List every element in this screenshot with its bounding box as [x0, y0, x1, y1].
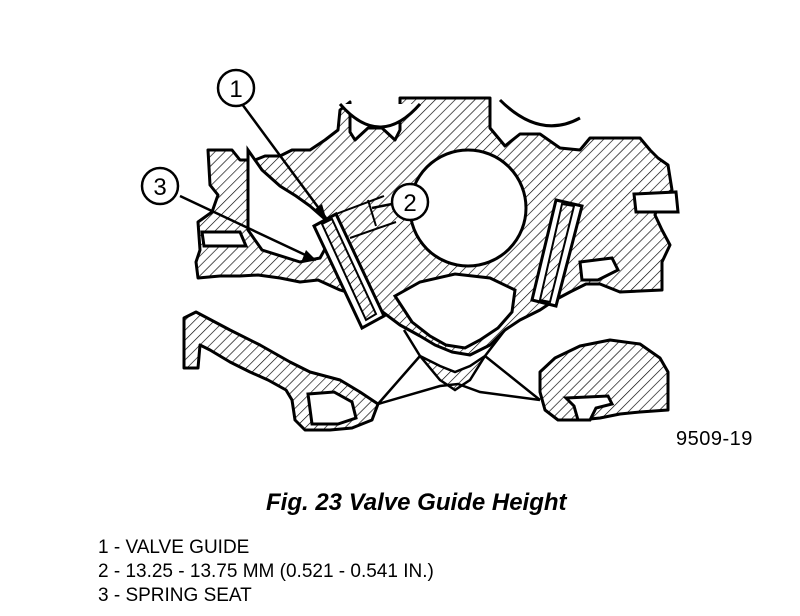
valve-guide-right-bore — [538, 202, 576, 304]
exhaust-port-cavity — [562, 394, 615, 422]
figure-caption: Fig. 23 Valve Guide Height — [266, 489, 567, 516]
callout-3-label: 3 — [153, 174, 166, 201]
callout-1: 1 — [216, 68, 256, 108]
side-slot — [632, 190, 680, 214]
dimension-line-b — [349, 221, 397, 239]
water-jacket-left — [200, 230, 249, 248]
dimension-arrow — [367, 199, 377, 227]
legend-list: 1 - VALVE GUIDE 2 - 13.25 - 13.75 MM (0.… — [98, 536, 434, 608]
leader-2 — [371, 202, 393, 210]
dimension-line-a — [335, 195, 385, 215]
intake-port-cavity — [306, 390, 358, 426]
combustion-cavity — [392, 272, 517, 350]
legend-item: 1 - VALVE GUIDE — [98, 537, 250, 558]
legend-item: 3 - SPRING SEAT — [98, 585, 252, 606]
callout-2-label: 2 — [403, 190, 416, 217]
chamber-webs — [377, 329, 541, 405]
combustion-chamber-wedge — [419, 354, 487, 392]
leader-1 — [240, 103, 328, 219]
valve-guide-diagram: 1 2 3 — [140, 68, 680, 432]
valve-guide-left-bore — [320, 217, 378, 322]
cam-tower-right — [498, 98, 581, 128]
figure-code: 9509-19 — [676, 428, 753, 450]
callout-1-label: 1 — [229, 76, 242, 103]
cam-tower-left — [338, 103, 422, 129]
exhaust-port-lower — [538, 338, 670, 422]
leader-3 — [179, 194, 317, 262]
legend-item: 2 - 13.25 - 13.75 MM (0.521 - 0.541 IN.) — [98, 561, 434, 582]
leader-3-arrow — [302, 250, 316, 260]
callout-2: 2 — [390, 182, 430, 222]
callout-3: 3 — [140, 166, 180, 206]
leader-1-arrow — [314, 204, 326, 218]
water-jacket-right — [578, 256, 621, 282]
